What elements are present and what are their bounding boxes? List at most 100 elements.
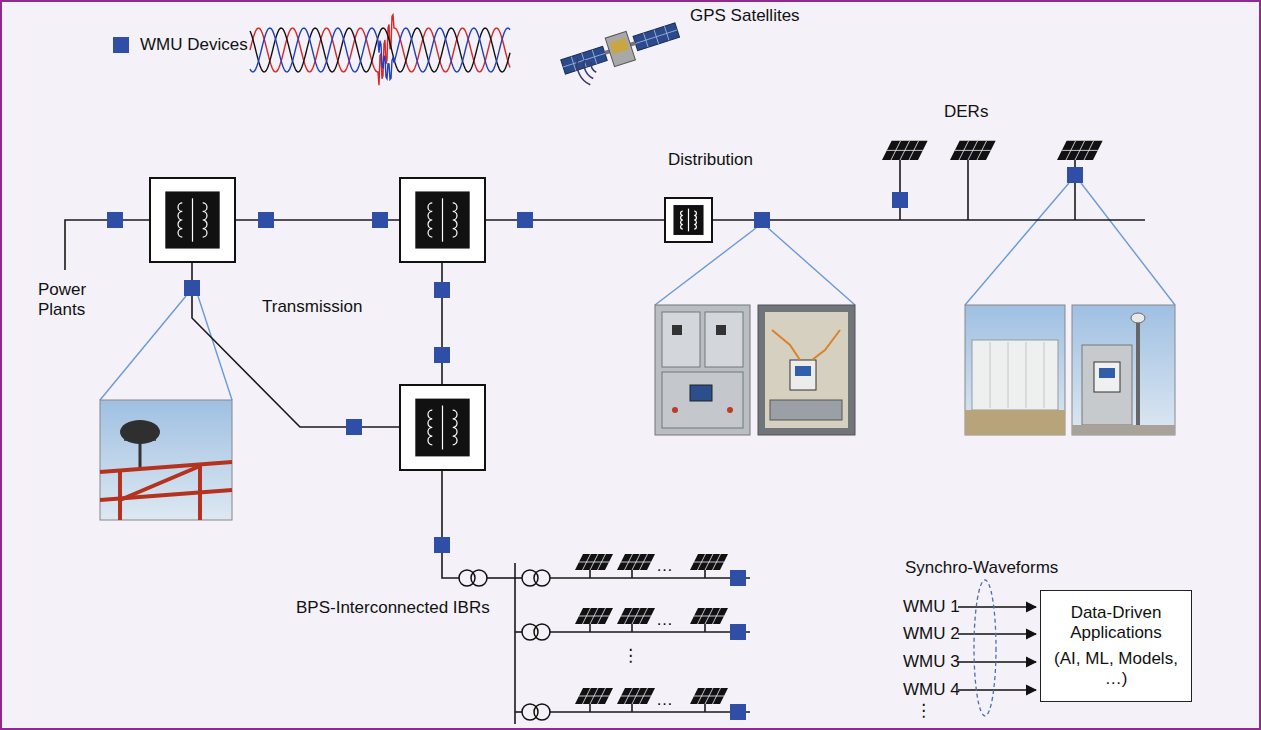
photo-cabinet [758,305,855,435]
terminal-block [770,400,842,420]
wmu-device [730,570,746,586]
panel-face [1057,141,1103,160]
label: BPS-Interconnected IBRs [296,598,490,618]
solar-panel [617,688,655,704]
transformer-coil [694,211,696,229]
red-structure [120,466,200,500]
solar-panel [690,608,728,624]
power-line [550,711,750,713]
photo-switchgear [655,305,750,435]
phase-wave [250,28,510,79]
panel-grid [955,150,991,151]
transformer-frame [150,178,235,262]
solar-panel [575,554,613,570]
cabinet-door [662,312,700,367]
transformer-frame [665,198,712,242]
red-structure [118,470,122,520]
power-line [704,570,706,578]
wmu-device [434,347,450,363]
container-rib [990,342,991,408]
solar-panel [1057,141,1103,160]
photo-gps-antenna [100,400,232,520]
panel-grid [694,562,724,563]
panel-grid [621,616,651,617]
transformer-circles [459,570,487,586]
power-line [631,704,633,712]
callout-line [965,183,1069,305]
transformer-symbol [400,178,485,262]
core-line [442,198,443,241]
panel-grid [579,696,609,697]
wmu-unit [1094,362,1120,392]
gps-satellite [559,16,682,82]
cabinet [1082,345,1132,425]
panel-grid [694,616,724,617]
satellite-wing [633,23,679,51]
legend-swatch [113,37,129,53]
solar-panel [575,688,613,704]
label: WMU 3 [903,652,960,672]
power-line [515,711,522,713]
photo-sky [1072,305,1175,435]
cabinet-knob [672,325,682,335]
photo-sky [100,400,232,520]
wmu-device [346,419,362,435]
wmu-device [372,212,388,228]
wmu-device [730,704,746,720]
photo-frame [758,305,855,435]
callout-line [1081,183,1175,305]
panel-face [575,688,613,704]
signal-arc [577,58,590,85]
transformer-core [165,191,219,248]
transformer-core [415,191,469,248]
core-line [688,209,689,232]
transformer-symbol [400,385,485,470]
panel-face [575,608,613,624]
solar-panel [950,141,996,160]
photo-ground [965,410,1065,435]
node-text: (AI, ML, Models, …) [1049,649,1183,689]
wmu-unit [790,360,816,390]
label: WMU 1 [903,597,960,617]
power-line [967,160,969,220]
cabinet-door [662,372,743,428]
label: GPS Satellites [690,6,800,26]
panel-face [690,688,728,704]
power-line [704,624,706,632]
label: Synchro-Waveforms [905,558,1058,578]
transformer-frame [400,178,485,262]
photo-der-wmu [1072,305,1175,435]
wmu-device [730,624,746,640]
waveform-illustration [250,15,510,85]
panel-face [575,554,613,570]
panel-grid [579,562,609,563]
transformer-coil [681,211,683,229]
transformer-core [415,399,469,457]
wmu-device [517,212,533,228]
label: … [656,610,673,630]
label: Distribution [668,150,753,170]
gps-antenna [1131,313,1145,323]
power-line [589,704,591,712]
phase-wave [250,15,510,85]
winding-circle [471,570,487,586]
label: WMU 4 [903,680,960,700]
power-line [550,631,750,633]
transformer-symbol [150,178,235,262]
panel-face [617,554,655,570]
stream-arrow [958,689,1036,690]
power-line [631,624,633,632]
label: DERs [944,102,988,122]
wmu-device [258,212,274,228]
container-rib [1008,342,1009,408]
power-line [899,160,901,220]
transformer-coil [453,410,457,445]
panel-grid [621,562,651,563]
wmu-device [892,192,908,208]
wire [812,330,840,360]
transformer-circles [522,570,550,586]
panel-grid [694,696,724,697]
transformer-coil [428,203,432,237]
sync-group-ellipse [974,580,996,716]
pole [1136,318,1140,435]
